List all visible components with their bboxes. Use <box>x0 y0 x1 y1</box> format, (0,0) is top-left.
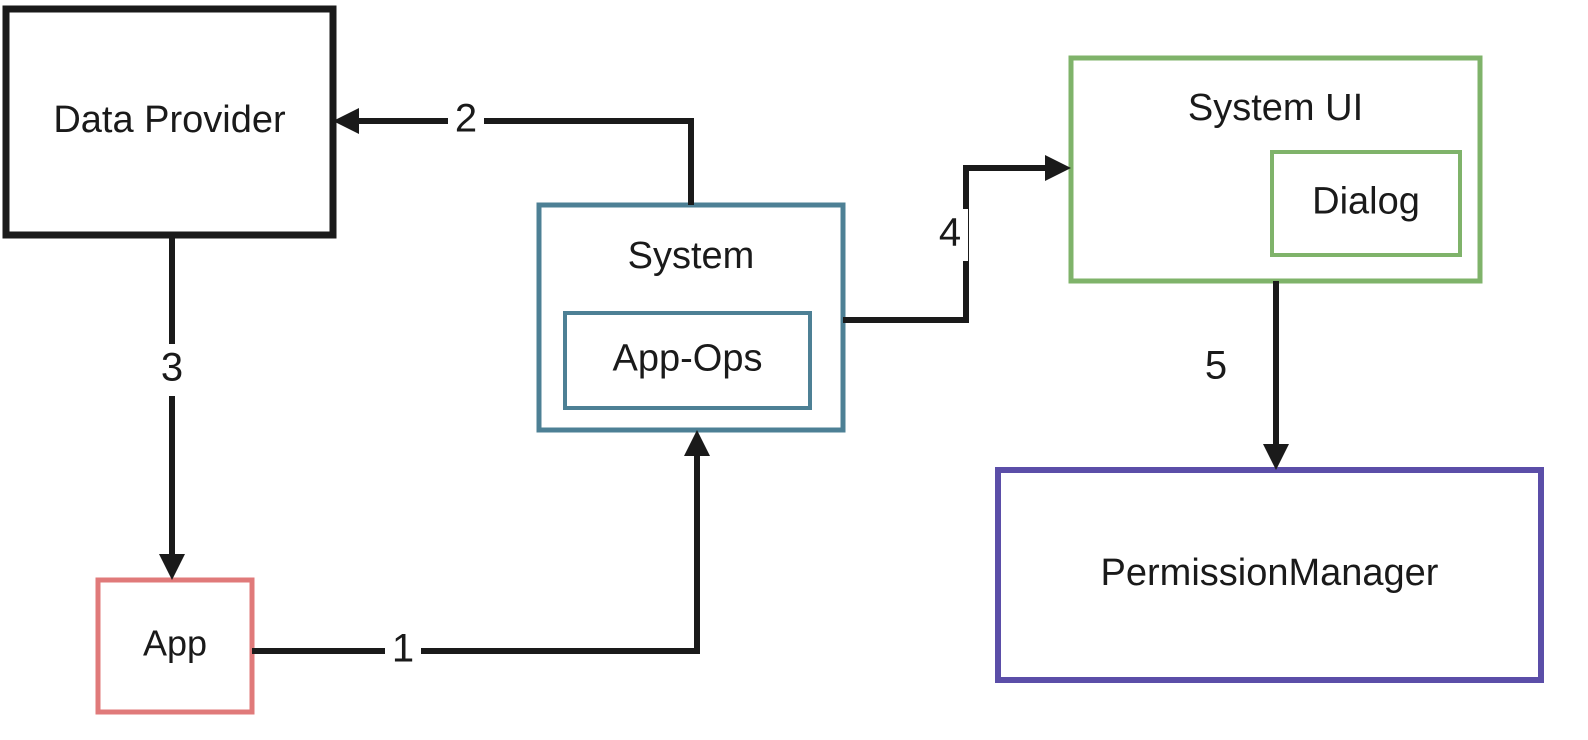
edge-line-1 <box>252 438 700 654</box>
edge-label-backdrop-1 <box>385 625 421 677</box>
edges-layer: 1 2 3 4 5 <box>154 95 1289 677</box>
arrow-head-5 <box>1263 444 1289 470</box>
arrow-head-2 <box>333 108 359 134</box>
system-label: System <box>628 235 755 277</box>
dialog-label: Dialog <box>1312 181 1420 223</box>
edge-label-3: 3 <box>161 346 183 390</box>
app-label: App <box>143 623 207 664</box>
edge-1[interactable]: 1 <box>252 430 710 677</box>
data-provider-box[interactable] <box>2 5 337 239</box>
edge-label-4: 4 <box>939 211 961 255</box>
edge-label-backdrop-2 <box>448 95 484 147</box>
edge-4[interactable]: 4 <box>843 155 1071 323</box>
node-app-ops[interactable]: App-Ops <box>563 311 812 410</box>
node-permission-manager[interactable]: PermissionManager <box>995 467 1544 683</box>
permission-manager-box[interactable] <box>995 467 1544 683</box>
edge-label-2: 2 <box>455 97 477 141</box>
app-box[interactable] <box>95 577 255 715</box>
edge-3[interactable]: 3 <box>154 235 190 580</box>
data-provider-label: Data Provider <box>53 99 286 141</box>
edge-5[interactable]: 5 <box>1198 281 1289 470</box>
edge-line-2 <box>342 118 694 205</box>
edge-label-backdrop-3 <box>154 344 190 396</box>
arrow-head-3 <box>159 554 185 580</box>
arrow-head-4 <box>1045 155 1071 181</box>
edge-label-1: 1 <box>392 627 414 671</box>
edge-label-backdrop-4 <box>932 209 968 261</box>
arrow-head-1 <box>684 430 710 456</box>
app-ops-box[interactable] <box>563 311 812 410</box>
edge-label-backdrop-5 <box>1198 342 1234 394</box>
node-app[interactable]: App <box>95 577 255 715</box>
edge-label-5: 5 <box>1205 344 1227 388</box>
node-dialog[interactable]: Dialog <box>1270 150 1462 257</box>
node-data-provider[interactable]: Data Provider <box>2 5 337 239</box>
permission-manager-label: PermissionManager <box>1101 552 1439 594</box>
dialog-box[interactable] <box>1270 150 1462 257</box>
edge-2[interactable]: 2 <box>333 95 694 205</box>
app-ops-label: App-Ops <box>613 338 763 380</box>
system-ui-label: System UI <box>1188 87 1363 129</box>
